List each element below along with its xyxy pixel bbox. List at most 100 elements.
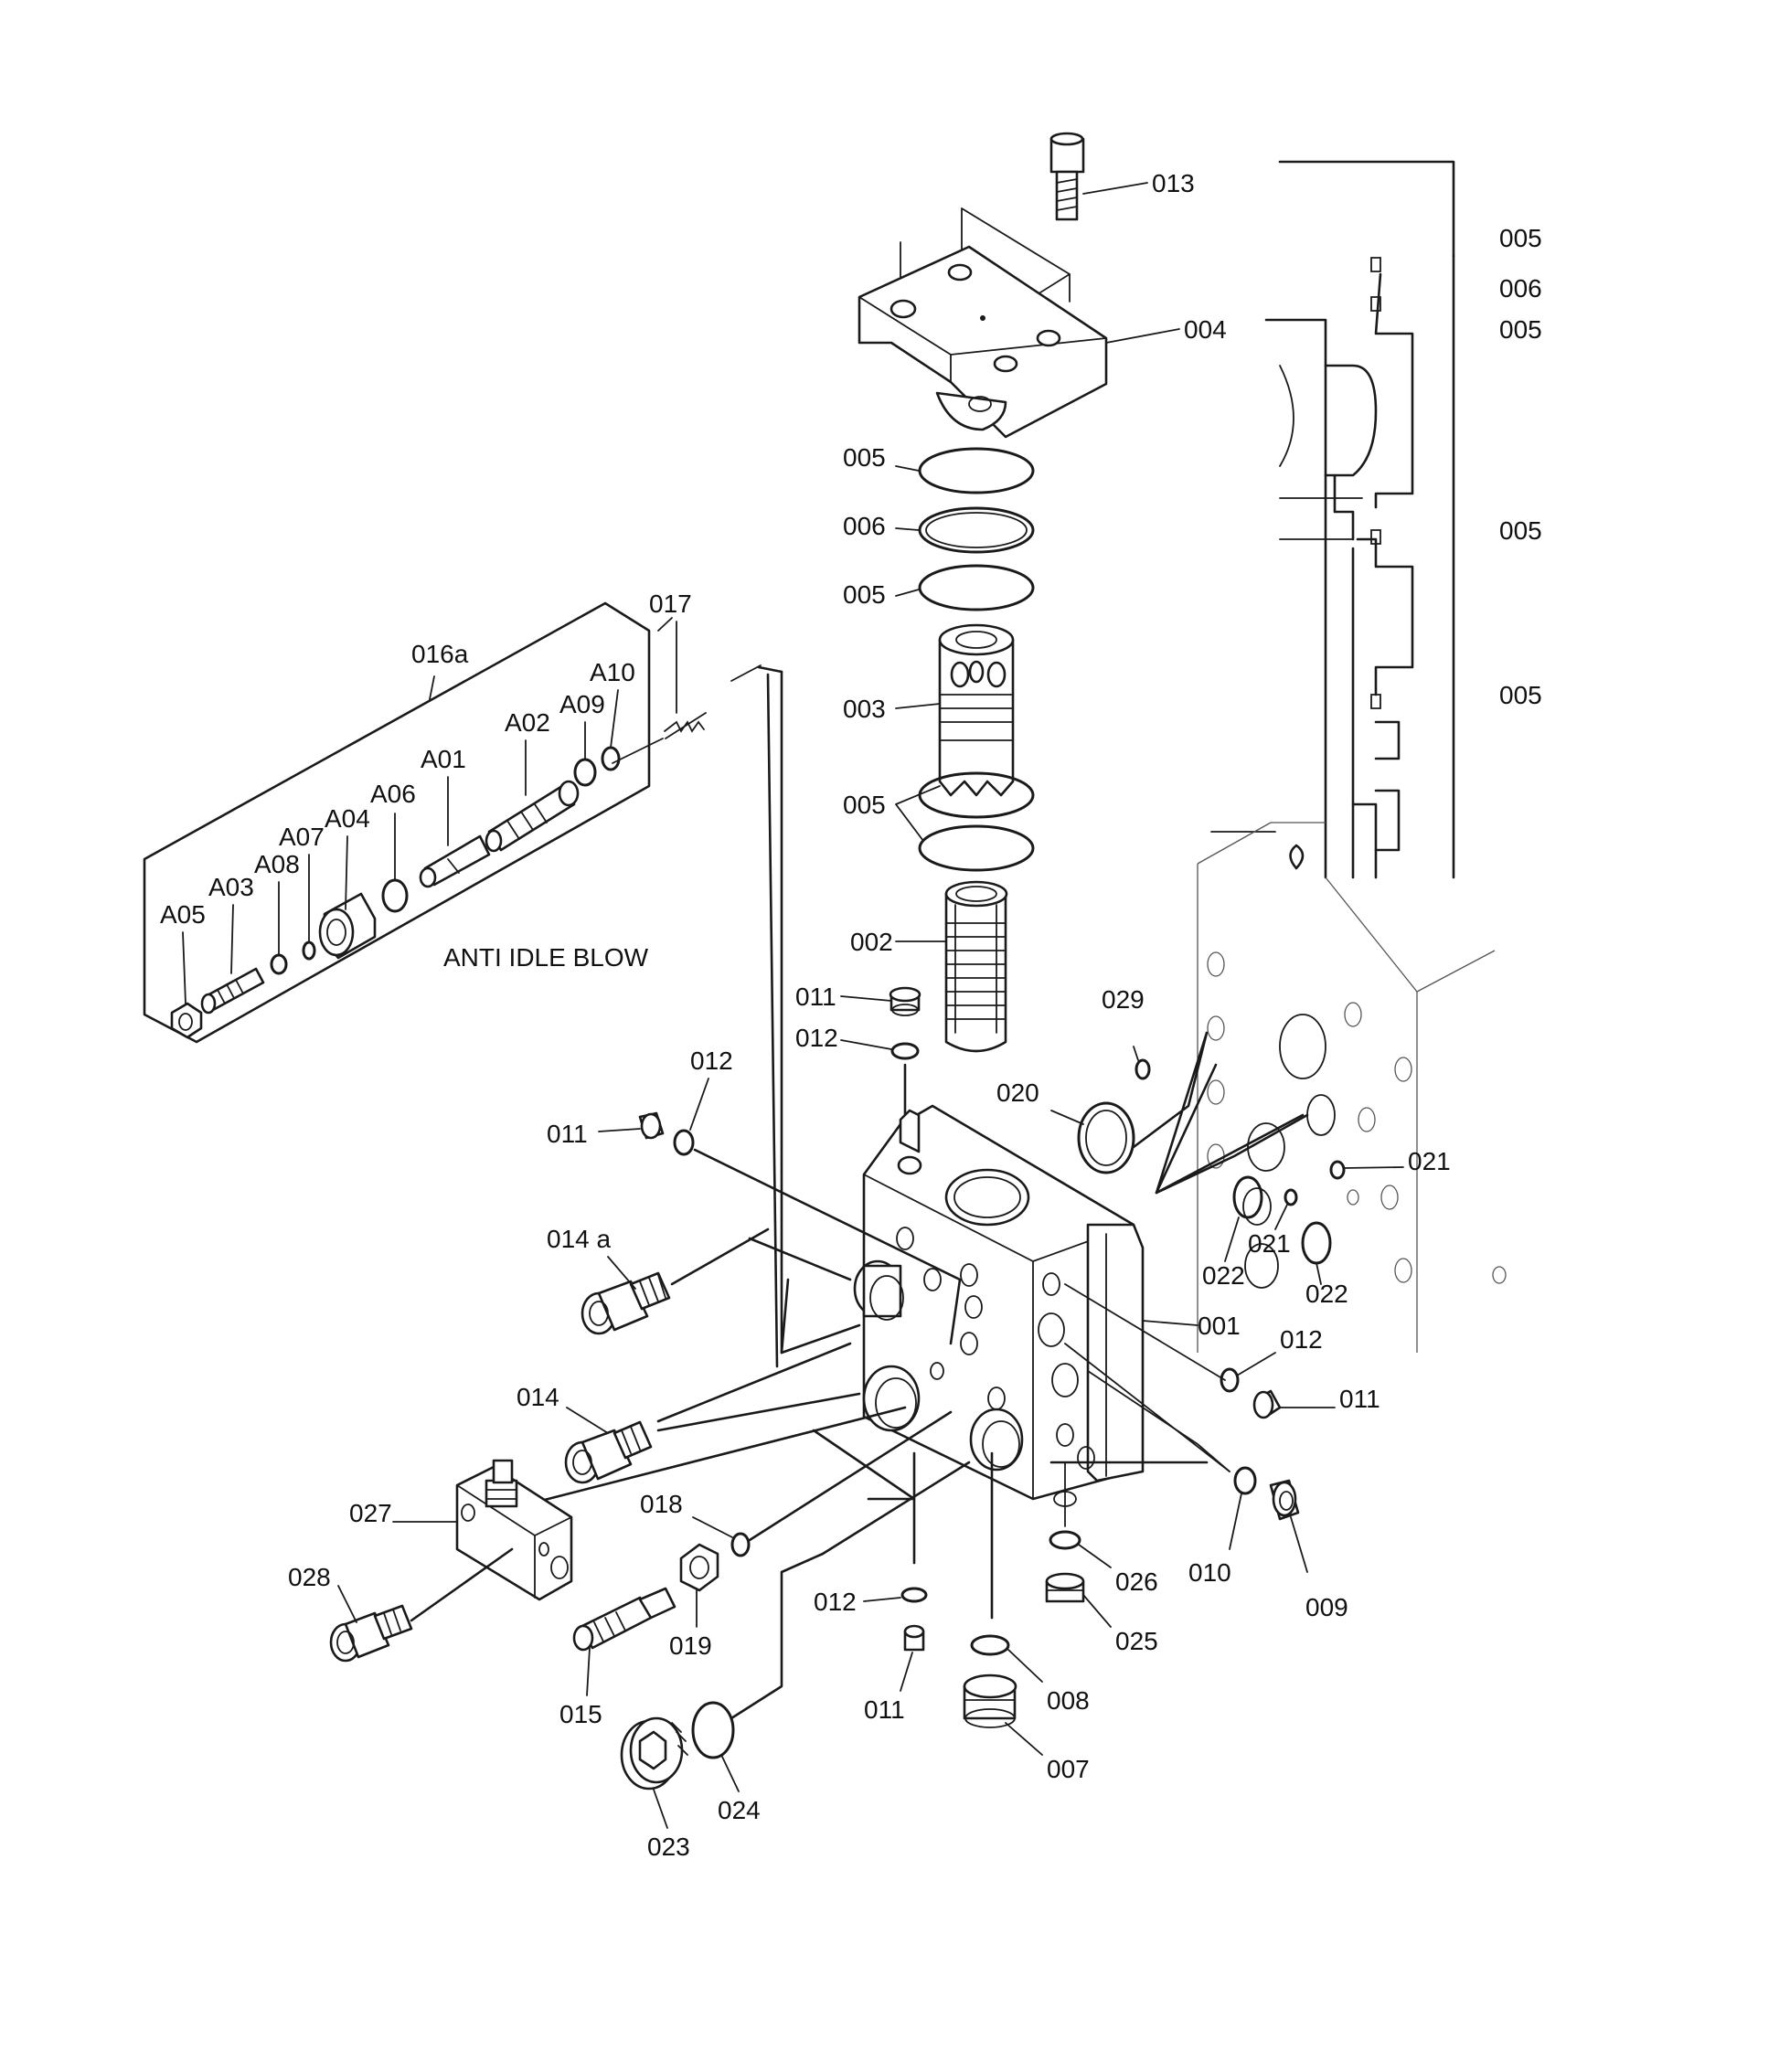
label-014: 014 [517, 1383, 559, 1411]
o-ring-021-b [1284, 1188, 1298, 1206]
label-A01: A01 [421, 745, 466, 773]
plug-011-left [638, 1111, 665, 1140]
plug-011-bottom [903, 1624, 925, 1652]
label-014a: 014 a [547, 1225, 611, 1253]
label-028: 028 [288, 1563, 331, 1591]
label-004: 004 [1184, 315, 1227, 344]
section-view [1210, 160, 1455, 879]
label-018: 018 [640, 1490, 683, 1518]
label-020: 020 [996, 1079, 1039, 1107]
o-ring-012-right [1220, 1367, 1240, 1393]
label-026: 026 [1115, 1567, 1158, 1596]
label-A07: A07 [279, 823, 325, 851]
o-ring-024 [691, 1701, 735, 1759]
o-ring-005-d [918, 824, 1035, 872]
plug-011-top [889, 986, 921, 1016]
label-A03: A03 [208, 873, 254, 901]
spring-017 [664, 712, 707, 739]
label-005-r2: 005 [1499, 315, 1542, 344]
label-021-a: 021 [1408, 1147, 1451, 1175]
nut-A05 [170, 1002, 203, 1039]
o-ring-006 [918, 506, 1035, 554]
part-A02 [485, 780, 580, 853]
part-labels: 013 004 005 006 005 003 005 002 011 012 … [160, 169, 1542, 1861]
o-ring-029 [1135, 1058, 1151, 1080]
o-ring-010 [1233, 1466, 1257, 1495]
o-ring-018 [730, 1532, 751, 1557]
label-012-right: 012 [1280, 1325, 1323, 1354]
block-027 [455, 1459, 573, 1601]
o-ring-A07 [302, 940, 316, 961]
annotation-anti-idle-blow: ANTI IDLE BLOW [443, 943, 649, 972]
label-029: 029 [1102, 985, 1145, 1014]
label-006-r: 006 [1499, 274, 1542, 303]
label-A05: A05 [160, 900, 206, 929]
label-011-right: 011 [1339, 1385, 1380, 1413]
label-025: 025 [1115, 1627, 1158, 1655]
o-ring-A06 [381, 878, 409, 913]
part-A03 [200, 967, 265, 1015]
label-022-b: 022 [1305, 1280, 1348, 1308]
label-012-top: 012 [795, 1024, 838, 1052]
label-017: 017 [649, 590, 692, 618]
o-ring-A08 [270, 953, 288, 975]
label-A06: A06 [370, 780, 416, 808]
valve-015 [572, 1587, 676, 1652]
o-ring-026 [1049, 1530, 1081, 1550]
label-019: 019 [669, 1631, 712, 1660]
label-008: 008 [1047, 1686, 1090, 1715]
label-005-r1: 005 [1499, 224, 1542, 252]
label-024: 024 [718, 1796, 761, 1824]
label-005-b: 005 [843, 580, 886, 609]
label-005-r3: 005 [1499, 516, 1542, 545]
label-A02: A02 [505, 708, 550, 737]
label-005-pair: 005 [843, 791, 886, 819]
label-A10: A10 [590, 658, 635, 686]
label-006: 006 [843, 512, 886, 540]
part-A04 [318, 892, 377, 960]
o-ring-012-bottom [900, 1587, 928, 1603]
label-A04: A04 [325, 804, 370, 833]
o-ring-005-b [918, 564, 1035, 611]
label-009: 009 [1305, 1593, 1348, 1621]
label-021-b: 021 [1248, 1229, 1291, 1258]
plug-011-right [1252, 1389, 1282, 1419]
plug-025 [1045, 1572, 1085, 1603]
label-011-left: 011 [547, 1120, 588, 1148]
o-ring-020-inner [1085, 1110, 1127, 1166]
label-005-a: 005 [843, 443, 886, 472]
cover-plate-004 [858, 207, 1108, 439]
label-002: 002 [850, 928, 893, 956]
label-011-bottom: 011 [864, 1695, 905, 1724]
housing-background [1197, 822, 1507, 1353]
plug-007 [963, 1674, 1017, 1728]
socket-bolt-013 [1049, 132, 1085, 221]
label-012-left: 012 [690, 1047, 733, 1075]
part-A01 [419, 834, 491, 888]
spool-002 [944, 880, 1008, 1053]
label-015: 015 [559, 1700, 602, 1728]
sleeve-003 [938, 623, 1015, 797]
socket-bolt-014a [581, 1271, 671, 1335]
socket-bolt-014 [564, 1420, 653, 1484]
nut-019 [679, 1543, 719, 1592]
o-ring-A10 [601, 746, 621, 771]
o-ring-A09 [573, 758, 597, 787]
label-007: 007 [1047, 1755, 1090, 1783]
o-ring-022-a [1232, 1175, 1263, 1219]
label-013: 013 [1152, 169, 1195, 197]
socket-bolt-028 [329, 1604, 413, 1663]
label-027: 027 [349, 1499, 392, 1527]
label-012-bottom: 012 [814, 1588, 857, 1616]
label-003: 003 [843, 695, 886, 723]
label-001: 001 [1198, 1312, 1241, 1340]
o-ring-021-a [1329, 1160, 1346, 1180]
o-ring-022-b [1301, 1221, 1332, 1265]
valve-body-001 [853, 1104, 1145, 1507]
label-011-top: 011 [795, 983, 836, 1011]
o-ring-020 [1077, 1101, 1135, 1174]
plug-023 [620, 1716, 688, 1790]
label-016a: 016a [411, 640, 469, 668]
o-ring-012-left [673, 1129, 695, 1156]
